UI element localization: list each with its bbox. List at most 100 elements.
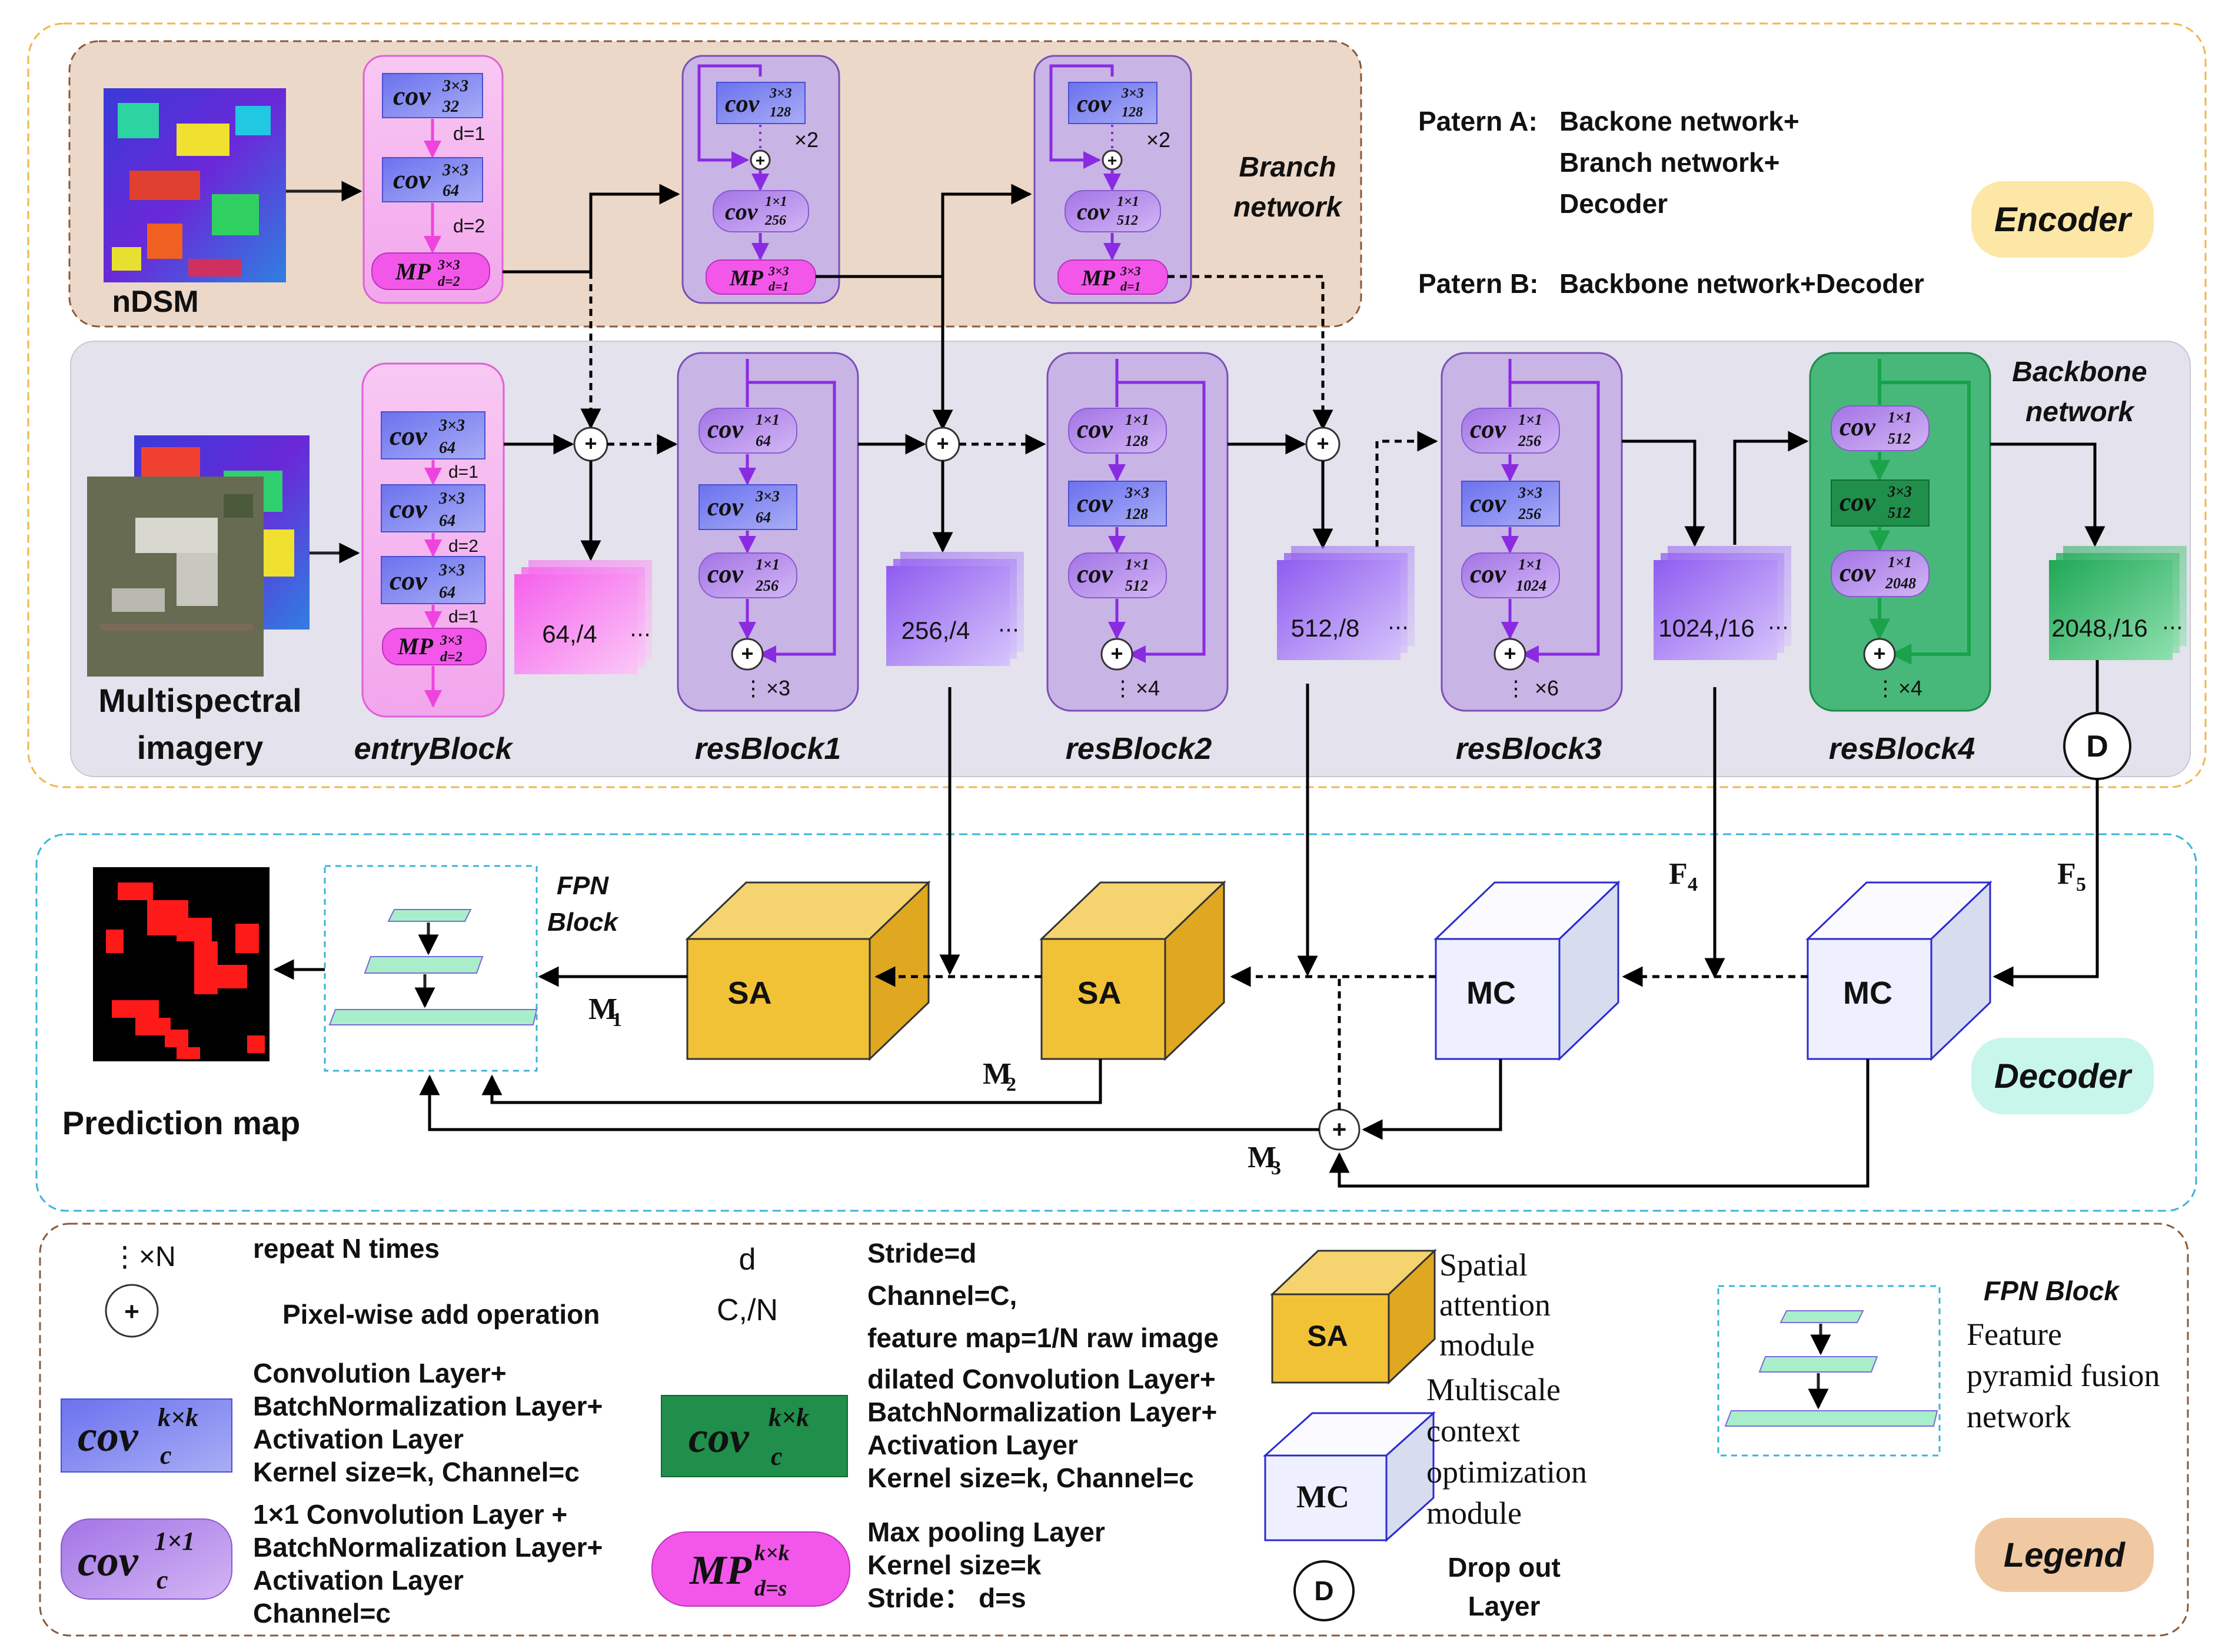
dropout-node-label: D: [2086, 730, 2108, 764]
m2-label: M: [983, 1057, 1012, 1091]
res-block-1: [677, 352, 859, 712]
res3-repeat: ×6: [1535, 676, 1559, 700]
legend-dropout-symbol: [1293, 1560, 1355, 1621]
feature-map-1024: [1654, 546, 1791, 660]
bb2-mp-base: MP: [1081, 266, 1116, 291]
f4-sub: 4: [1688, 874, 1698, 895]
bb2-conv-base: cov: [1077, 91, 1112, 118]
res1-conv-64-1x1: [698, 408, 797, 454]
res2-add-node: [1100, 638, 1133, 671]
res3-add-symbol: +: [1503, 641, 1516, 665]
bb1-conv2-base: cov: [725, 198, 759, 225]
legend-dilated-base: cov: [688, 1414, 750, 1462]
fpn-label-1: FPN: [557, 871, 609, 900]
branch-maxpool-kernel: 3×3: [437, 258, 460, 273]
res4-conv2-kernel: 3×3: [1887, 483, 1912, 500]
res1-add-symbol: +: [741, 641, 753, 665]
feature-map-2048-ellipsis: ⋯: [2162, 615, 2183, 639]
legend-badge-label: Legend: [2004, 1536, 2126, 1574]
m3-label: M: [1248, 1141, 1276, 1174]
entry-conv-1-base: cov: [390, 421, 427, 451]
res3-conv2-base: cov: [1470, 489, 1506, 518]
f5-sub: 5: [2076, 874, 2086, 895]
res1-conv1-kernel: 1×1: [756, 411, 780, 428]
res4-conv1-channel: 512: [1888, 430, 1911, 447]
legend-1x1-l2: BatchNormalization Layer+: [253, 1532, 603, 1563]
branch-conv-32-base: cov: [393, 81, 431, 111]
legend-maxpool-symbol: [651, 1531, 850, 1607]
sa-module-1-label: SA: [727, 975, 771, 1011]
res-block-2-label: resBlock2: [1066, 732, 1212, 766]
sa-module-2-label: SA: [1077, 975, 1121, 1011]
legend-1x1-base: cov: [78, 1537, 139, 1586]
legend-badge: [1975, 1518, 2154, 1592]
res2-conv-128-1x1: [1068, 408, 1167, 454]
legend-mp-base: MP: [689, 1548, 752, 1593]
entry-conv-2: [381, 484, 485, 532]
ndsm-label: nDSM: [112, 285, 198, 319]
res3-conv3-kernel: 1×1: [1518, 556, 1542, 573]
legend-sa-l1: Spatial: [1439, 1247, 1528, 1283]
branch-block1-conv-128: [716, 82, 806, 124]
legend-1x1-kernel: 1×1: [154, 1527, 195, 1556]
res3-add-node: [1493, 638, 1526, 671]
fpn-level-top: [387, 909, 472, 922]
feature-map-512: [1277, 546, 1415, 660]
res4-conv-512-1x1: [1831, 405, 1930, 451]
res4-conv2-channel: 512: [1888, 504, 1911, 521]
res2-conv-128-3x3: [1068, 481, 1167, 527]
add-node-entry-symbol: +: [584, 431, 597, 455]
legend-mc-l2: context: [1426, 1413, 1520, 1448]
backbone-network-label-2: network: [2025, 397, 2135, 428]
res2-conv2-channel: 128: [1125, 505, 1148, 522]
legend-dilated-l2: BatchNormalization Layer+: [867, 1397, 1217, 1427]
entry-conv-3-kernel: 3×3: [438, 561, 465, 579]
res3-conv-256-3x3: [1461, 481, 1560, 527]
branch-block1-conv-256: [713, 190, 809, 232]
legend-dilated-conv-symbol: [661, 1395, 848, 1477]
bb2-conv2-channel: 512: [1117, 213, 1138, 228]
add-node-res1-symbol: +: [936, 431, 949, 455]
decoder-add-symbol: +: [1332, 1115, 1347, 1143]
res2-conv1-kernel: 1×1: [1125, 411, 1149, 428]
res3-conv3-channel: 1024: [1516, 577, 1546, 594]
bb2-add-symbol: +: [1107, 151, 1117, 169]
res1-conv3-kernel: 1×1: [756, 556, 780, 573]
entry-dilation-1: d=1: [448, 462, 478, 482]
legend-channel-text: Channel=C,: [867, 1280, 1017, 1311]
ndsm-image: [104, 88, 286, 282]
res2-conv3-channel: 512: [1125, 577, 1148, 594]
legend-dilated-l4: Kernel size=k, Channel=c: [867, 1463, 1194, 1493]
branch-block2-conv-128: [1068, 82, 1157, 124]
legend-mc-l1: Multiscale: [1426, 1372, 1561, 1407]
mc-module-1: [1433, 880, 1621, 1061]
branch-conv-32-channel: 32: [442, 98, 459, 116]
pattern-a-line2: Branch network+: [1559, 147, 1780, 178]
decoder-badge-label: Decoder: [1994, 1057, 2133, 1095]
feature-map-1024-label: 1024,/16: [1658, 614, 1755, 642]
imagery-label: imagery: [137, 729, 264, 766]
branch-maxpool: [371, 252, 490, 290]
feature-map-256-ellipsis: ⋯: [998, 617, 1019, 641]
f5-label: F: [2057, 857, 2076, 891]
legend-1x1-l3: Activation Layer: [253, 1565, 464, 1596]
legend-region: [39, 1223, 2189, 1637]
res4-dilated-conv-512: [1831, 479, 1930, 527]
res3-conv3-base: cov: [1470, 559, 1506, 588]
res3-conv2-channel: 256: [1518, 505, 1541, 522]
res2-conv1-channel: 128: [1125, 432, 1148, 449]
branch-conv-64-base: cov: [393, 164, 431, 194]
res2-conv2-base: cov: [1077, 489, 1113, 518]
pattern-a-line3: Decoder: [1559, 188, 1668, 219]
res2-conv3-kernel: 1×1: [1125, 556, 1149, 573]
legend-mc-l4: module: [1426, 1496, 1522, 1531]
res3-dots: ⋮: [1505, 676, 1526, 700]
bb2-mp-kernel: 3×3: [1120, 264, 1141, 278]
bb1-repeat: ×2: [794, 128, 819, 152]
bb1-conv-base: cov: [725, 91, 760, 118]
branch-maxpool-base: MP: [395, 258, 431, 285]
encoder-badge-label: Encoder: [1994, 201, 2133, 239]
res1-conv-256-1x1: [698, 552, 797, 598]
legend-sa-l3: module: [1439, 1327, 1535, 1363]
